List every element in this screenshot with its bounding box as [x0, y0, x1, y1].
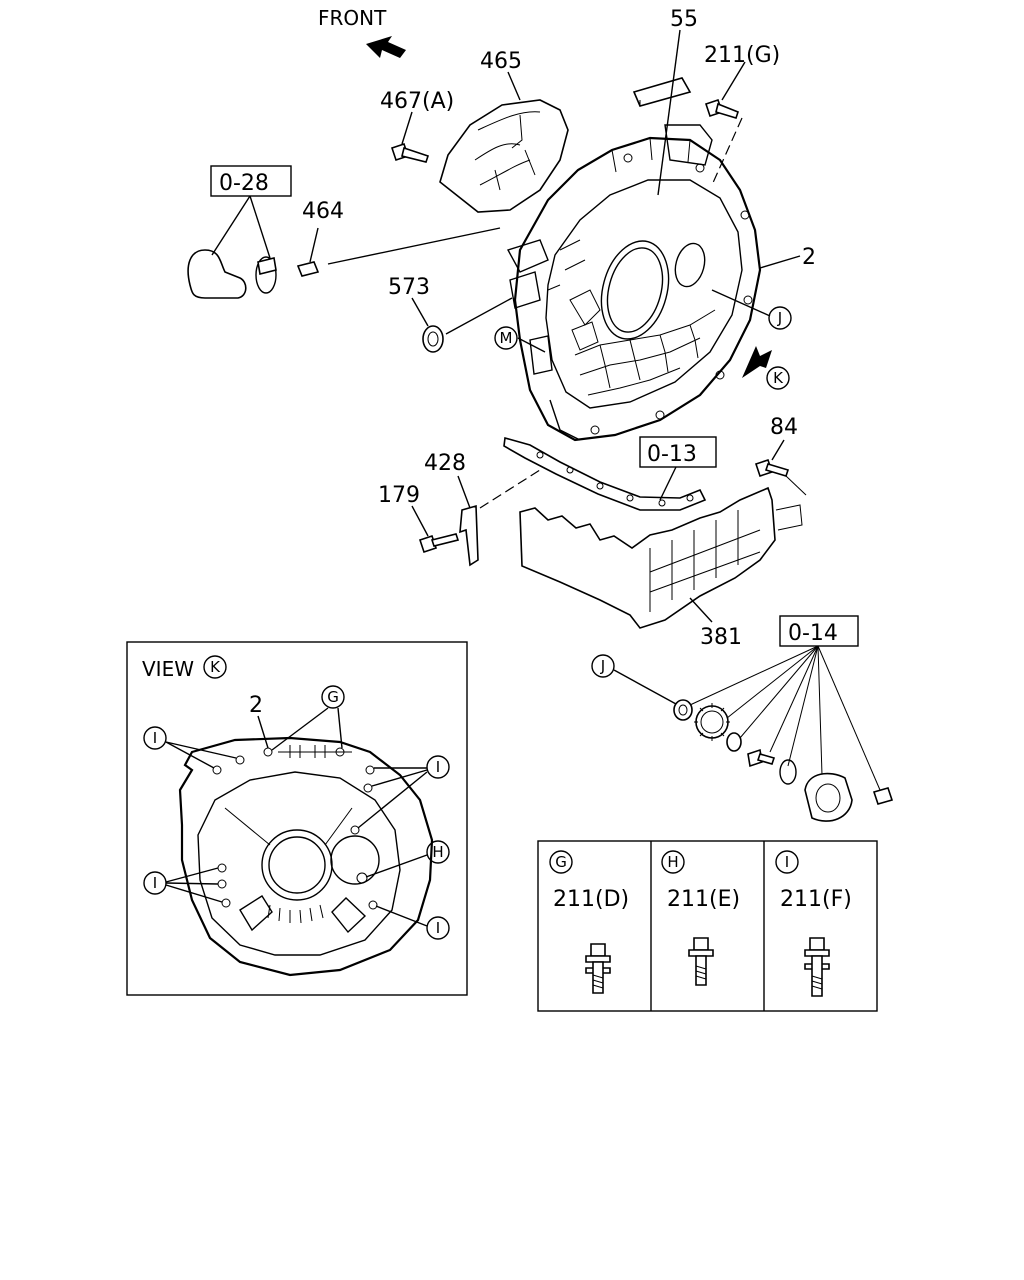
view-k-g-label: G: [327, 688, 339, 706]
part-84-bolt: 84: [754, 415, 807, 496]
front-arrow-icon: [366, 36, 406, 58]
ref-j-main: J: [711, 289, 792, 330]
callout-0-28: 0-28: [219, 171, 269, 196]
view-k-i-label-1: I: [153, 729, 157, 747]
view-k-part-2: 2: [249, 693, 263, 718]
ref-j-main-label: J: [777, 309, 782, 327]
bolt-d-icon: [585, 943, 611, 994]
callout-179: 179: [378, 483, 420, 508]
view-k-arrow-icon: [742, 346, 772, 378]
part-573-seal: 573: [388, 275, 513, 353]
view-k-panel: VIEW K 2: [126, 641, 468, 996]
callout-2: 2: [802, 245, 816, 270]
ref-j-assembly-label: J: [600, 657, 605, 675]
ref-j-assembly: J: [591, 654, 677, 705]
bolt-table-ref-i: I: [785, 853, 789, 871]
view-k-i-label-3: I: [153, 874, 157, 892]
view-k-title: VIEW: [142, 657, 194, 681]
ref-m-main-label: M: [500, 329, 513, 347]
callout-84: 84: [770, 415, 798, 440]
front-label: FRONT: [318, 6, 387, 30]
view-k-h-label: H: [432, 843, 443, 861]
callout-573: 573: [388, 275, 430, 300]
gear-icon: [694, 703, 730, 741]
bolt-table-part-h: 211(E): [667, 887, 740, 912]
part-465-cover: 465: [439, 49, 569, 213]
bolt-table-ref-h: H: [667, 853, 678, 871]
part-467a-bolt: 467(A): [380, 89, 454, 163]
ref-k-main: K: [742, 346, 790, 390]
front-indicator: FRONT: [318, 6, 406, 58]
part-464-dowel: 464: [296, 199, 501, 277]
ref-0-28: 0-28: [187, 165, 292, 299]
bolt-table-part-i: 211(F): [780, 887, 852, 912]
ref-0-14-assembly: 0-14: [673, 615, 894, 822]
part-428-bracket: 428: [424, 451, 541, 567]
callout-211g: 211(G): [704, 43, 780, 68]
callout-428: 428: [424, 451, 466, 476]
bolt-f-icon: [804, 937, 830, 997]
part-179-bolt: 179: [378, 483, 460, 554]
bolt-table-col-g: G 211(D): [549, 850, 629, 994]
ref-0-13-gasket: 0-13: [503, 436, 717, 511]
part-381-cover: 381: [519, 486, 803, 650]
callout-467a: 467(A): [380, 89, 454, 114]
part-55: 55: [632, 7, 698, 196]
bolt-table: G 211(D) H 211(E) I: [537, 840, 878, 1012]
callout-55: 55: [670, 7, 698, 32]
bolt-table-col-i: I 211(F): [775, 850, 852, 997]
bolt-table-ref-g: G: [555, 853, 567, 871]
callout-464: 464: [302, 199, 344, 224]
callout-0-14: 0-14: [788, 621, 838, 646]
callout-381: 381: [700, 625, 742, 650]
flywheel-housing-drawing: [506, 124, 762, 442]
ref-k-main-label: K: [773, 369, 784, 387]
bolt-table-part-g: 211(D): [553, 887, 629, 912]
callout-2-group: 2: [759, 245, 816, 270]
bolt-table-col-h: H 211(E): [661, 850, 740, 986]
callout-0-13: 0-13: [647, 442, 697, 467]
view-k-title-ref: K: [210, 658, 221, 676]
callout-465: 465: [480, 49, 522, 74]
view-k-i-label-2: I: [436, 758, 440, 776]
part-211g-bolt: 211(G): [704, 43, 780, 186]
ref-m-main: M: [494, 326, 546, 353]
view-k-i-label-4: I: [436, 919, 440, 937]
bolt-e-icon: [688, 937, 714, 986]
